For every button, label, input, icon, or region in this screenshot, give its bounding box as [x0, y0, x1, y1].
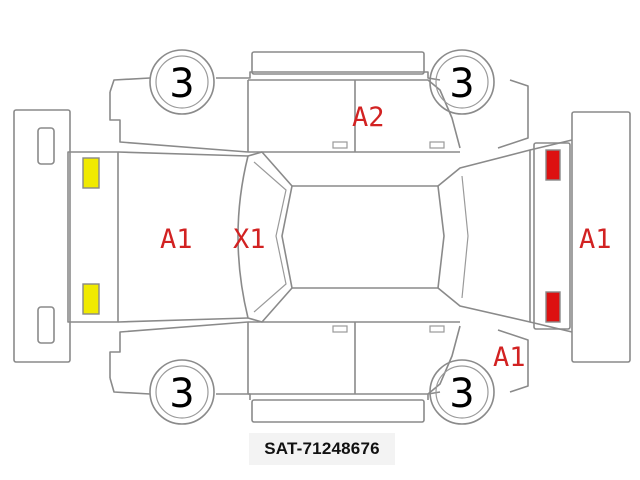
headlight-top	[82, 157, 100, 189]
wheel-front-right-grade: 3	[169, 371, 194, 417]
headlights	[82, 157, 100, 315]
wheel-rear-left-grade: 3	[449, 61, 474, 107]
taillights	[533, 142, 571, 330]
wheel-rear-right-grade: 3	[449, 371, 474, 417]
damage-code-windshield: X1	[233, 224, 266, 255]
taillight-bottom	[545, 291, 561, 323]
wheel-rear-right: 3	[429, 359, 495, 425]
taillight-top	[545, 149, 561, 181]
wheel-front-right: 3	[149, 359, 215, 425]
wheel-front-left-grade: 3	[169, 61, 194, 107]
wheel-rear-left: 3	[429, 49, 495, 115]
damage-code-hood: A1	[160, 224, 193, 255]
rear-bumper	[571, 111, 631, 363]
headlight-bottom	[82, 283, 100, 315]
damage-code-rear-door: A2	[352, 102, 385, 133]
front-bumper	[13, 109, 71, 363]
wheel-front-left: 3	[149, 49, 215, 115]
car-body-outline	[67, 51, 573, 423]
damage-code-rear-bumper: A1	[579, 224, 612, 255]
damage-code-rear-fender: A1	[493, 342, 526, 373]
reference-id: SAT-71248676	[249, 433, 395, 465]
